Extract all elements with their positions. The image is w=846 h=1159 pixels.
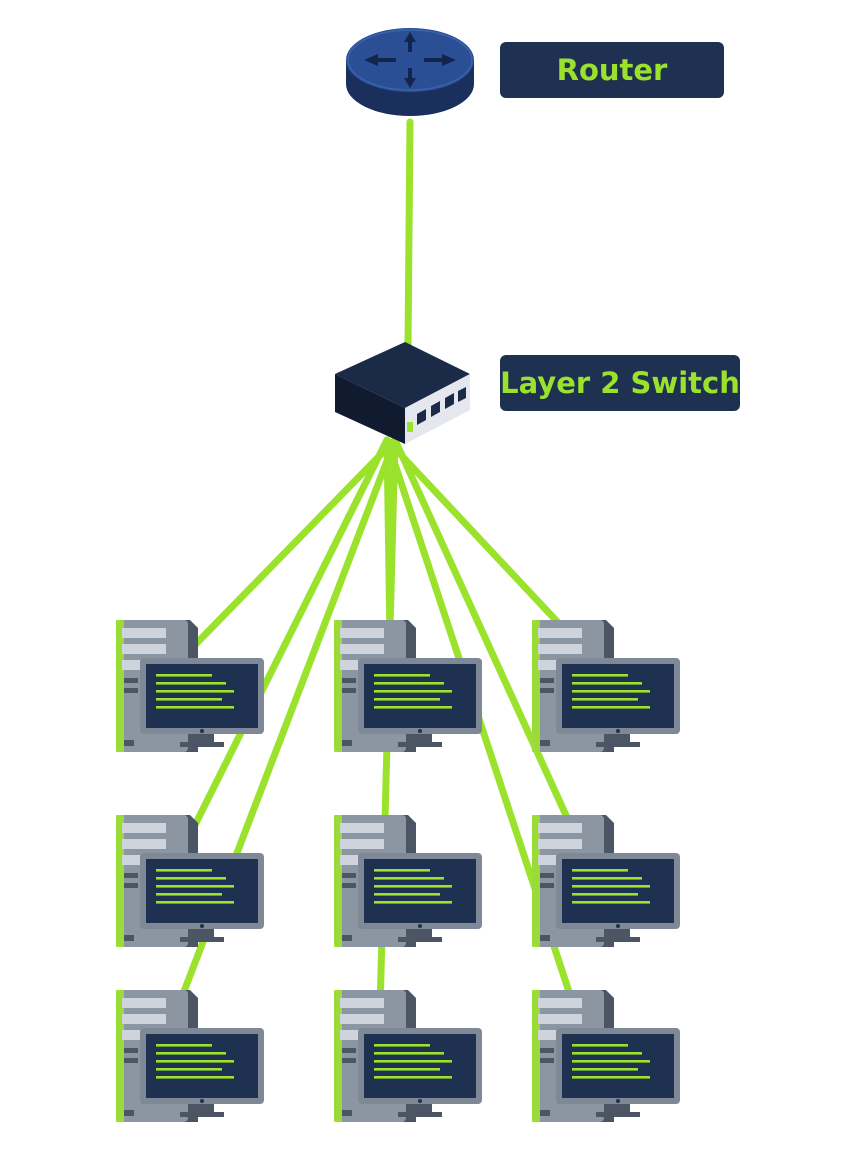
workstation-icon bbox=[532, 815, 680, 947]
workstation-icon bbox=[334, 815, 482, 947]
workstation-grid bbox=[116, 620, 680, 1122]
workstation-icon bbox=[116, 620, 264, 752]
switch-icon bbox=[335, 342, 470, 444]
switch-label: Layer 2 Switch bbox=[500, 355, 740, 411]
link-switch-workstation-2 bbox=[176, 436, 391, 859]
link-switch-workstation-7 bbox=[391, 436, 579, 839]
switch-label-text: Layer 2 Switch bbox=[500, 366, 740, 400]
workstation-icon bbox=[334, 620, 482, 752]
link-switch-workstation-1 bbox=[186, 436, 399, 654]
router-icon bbox=[346, 28, 474, 116]
workstation-icon bbox=[334, 990, 482, 1122]
workstation-icon bbox=[532, 620, 680, 752]
workstation-icon bbox=[532, 990, 680, 1122]
router-label-text: Router bbox=[557, 53, 668, 87]
link-switch-workstation-6 bbox=[383, 436, 569, 634]
workstation-icon bbox=[116, 990, 264, 1122]
router-label: Router bbox=[500, 42, 724, 98]
link-router-switch bbox=[404, 118, 414, 349]
